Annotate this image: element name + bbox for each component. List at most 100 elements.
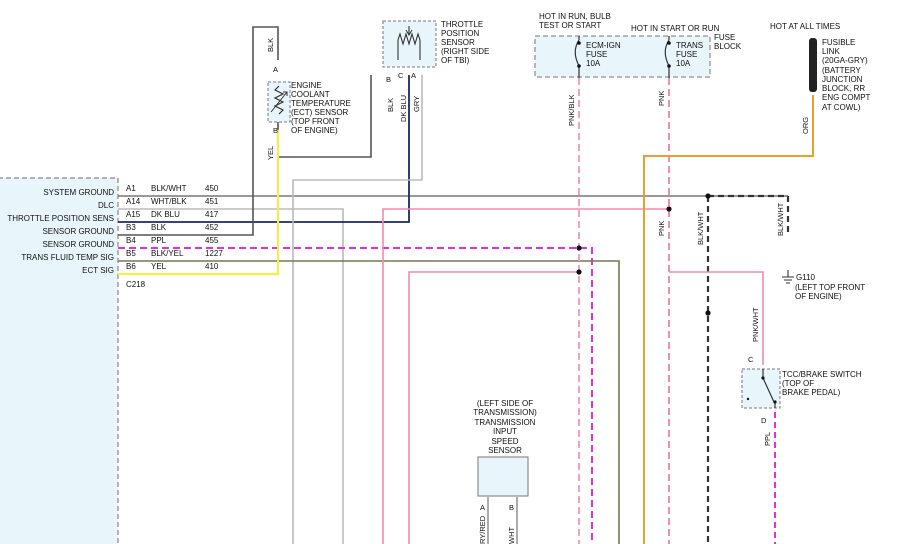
ect-label-line: (TOP FRONT xyxy=(291,117,340,126)
fuse-block-label: BLOCK xyxy=(714,42,742,51)
pin-circuit: 452 xyxy=(205,223,219,232)
tps-pin: C xyxy=(398,71,404,80)
mid-blk-wht-label: BLK/WHT xyxy=(696,211,705,245)
tcc-label-line: (TOP OF xyxy=(782,379,814,388)
speed-sensor-label-line: TRANSMISSION) xyxy=(473,408,537,417)
fuse-block-label: FUSE xyxy=(714,33,735,42)
ect-label-line: (ECT) SENSOR xyxy=(291,108,349,117)
pcm-row-a14: DLC A14 WHT/BLK 451 xyxy=(98,197,219,210)
pcm-row-a15: THROTTLE POSITION SENS A15 DK BLU 417 xyxy=(7,210,219,223)
pin-id: B5 xyxy=(126,249,136,258)
tcc-wire-bottom: PPL xyxy=(763,432,772,446)
potentiometer-icon xyxy=(397,26,421,60)
ground-name: G110 xyxy=(796,273,816,282)
tps-wire: DK BLU xyxy=(399,95,408,122)
ect-thermal-arrow-icon xyxy=(270,91,288,113)
wire-org xyxy=(643,95,814,544)
speed-sensor-label-line: SPEED xyxy=(491,437,518,446)
pcm-pin-rows: SYSTEM GROUND A1 BLK/WHT 450 DLC A14 WHT… xyxy=(7,184,223,289)
tcc-label-line: TCC/BRAKE SWITCH xyxy=(782,370,862,379)
ect-label-line: OF ENGINE) xyxy=(291,126,338,135)
tps-label-line: (RIGHT SIDE xyxy=(441,47,489,56)
ground-location: (LEFT TOP FRONT xyxy=(795,283,865,292)
fusible-link: HOT AT ALL TIMES FUSIBLE LINK (20GA-GRY)… xyxy=(770,22,871,134)
hot-in-start-label: HOT IN START OR RUN xyxy=(631,24,720,33)
wire-ground-dashed xyxy=(706,194,790,544)
ground-symbol-icon xyxy=(782,270,794,284)
pin-circuit: 450 xyxy=(205,184,219,193)
fusible-link-label-line: LINK xyxy=(822,47,840,56)
fuse1-label: ECM-IGN xyxy=(586,41,621,50)
tps-label-line: OF TBI) xyxy=(441,56,470,65)
speed-sensor-pin-a: A xyxy=(480,503,485,512)
hot-in-run-label: HOT IN RUN, BULB xyxy=(539,12,611,21)
speed-sensor-label-line: (LEFT SIDE OF xyxy=(477,399,533,408)
tcc-pin-c: C xyxy=(748,355,754,364)
tps-label-line: POSITION xyxy=(441,29,479,38)
wire-a15-dk-blu xyxy=(118,75,410,223)
tcc-brake-switch: C D PNK/WHT PPL TCC/BRAKE SWITCH (TOP OF… xyxy=(741,307,862,446)
fuse2-label: 10A xyxy=(676,59,691,68)
pcm-row-b6: ECT SIG B6 YEL 410 xyxy=(82,262,219,275)
fuse2-label: FUSE xyxy=(676,50,697,59)
fusible-link-wire: ORG xyxy=(801,117,810,134)
fuse-block: HOT IN RUN, BULB TEST OR START HOT IN ST… xyxy=(534,12,742,126)
pin-wire-color: WHT/BLK xyxy=(151,197,187,206)
fusible-link-icon xyxy=(809,38,817,92)
pin-circuit: 417 xyxy=(205,210,219,219)
wire-a14-wht-blk xyxy=(118,208,344,544)
speed-sensor-wire-b: WHT xyxy=(507,527,516,544)
wire-b6-yel xyxy=(118,130,279,275)
speed-sensor-label-line: INPUT xyxy=(493,427,517,436)
pin-wire-color: BLK xyxy=(151,223,167,232)
pin-id: A14 xyxy=(126,197,141,206)
tps-pin: A xyxy=(411,71,416,80)
fuse-block-box xyxy=(534,35,711,78)
tps-pin: B xyxy=(386,75,391,84)
pin-label: THROTTLE POSITION SENS xyxy=(7,214,114,223)
fuse1-label: FUSE xyxy=(586,50,607,59)
connector-id: C218 xyxy=(126,280,146,289)
fuse2-wire: PNK xyxy=(657,91,666,106)
pin-label: SENSOR GROUND xyxy=(42,240,114,249)
pin-circuit: 410 xyxy=(205,262,219,271)
mid-pnk-label: PNK xyxy=(657,221,666,236)
pin-id: B4 xyxy=(126,236,136,245)
pin-id: B6 xyxy=(126,262,136,271)
pin-circuit: 451 xyxy=(205,197,219,206)
wire-speed-a xyxy=(487,497,518,544)
tps-label-line: SENSOR xyxy=(441,38,475,47)
speed-sensor-label-line: TRANSMISSION xyxy=(475,418,536,427)
wire-b5-blk-yel xyxy=(118,260,620,544)
pin-label: SENSOR GROUND xyxy=(42,227,114,236)
tps-wiper-arrow-icon xyxy=(405,29,413,36)
tps-label-line: THROTTLE xyxy=(441,20,483,29)
ect-label-line: TEMPERATURE xyxy=(291,99,351,108)
pin-wire-color: BLK/YEL xyxy=(151,249,184,258)
speed-sensor-label-line: SENSOR xyxy=(488,446,522,455)
fusible-link-label-line: FUSIBLE xyxy=(822,38,855,47)
pcm-row-b4: SENSOR GROUND B4 PPL 455 xyxy=(42,236,218,249)
fusible-link-label-line: (20GA-GRY) xyxy=(822,56,868,65)
fuse1-wire: PNK/BLK xyxy=(567,94,576,126)
fusible-link-label-line: JUNCTION xyxy=(822,75,863,84)
pcm-box xyxy=(0,177,119,544)
tps-sensor: B C A BLK DK BLU GRY THROTTLE POSITION S… xyxy=(382,20,489,122)
tcc-wire-top: PNK/WHT xyxy=(751,307,760,342)
tcc-pin-d: D xyxy=(761,416,767,425)
wire-pnk-branch xyxy=(382,208,669,544)
hot-in-run-label: TEST OR START xyxy=(539,21,601,30)
tcc-switch-box xyxy=(741,368,781,409)
speed-sensor-box xyxy=(477,456,529,497)
ect-pin-b: B xyxy=(273,126,278,135)
tps-wire: BLK xyxy=(386,98,395,112)
ground-location: OF ENGINE) xyxy=(795,292,842,301)
pcm-row-b3: SENSOR GROUND B3 BLK 452 xyxy=(42,223,218,236)
ect-label-line: ENGINE xyxy=(291,81,322,90)
tps-wire: GRY xyxy=(412,96,421,112)
ect-thermistor-icon xyxy=(273,85,285,115)
pcm-row-b5: TRANS FLUID TEMP SIG B5 BLK/YEL 1227 xyxy=(21,249,223,262)
pin-circuit: 1227 xyxy=(205,249,223,258)
